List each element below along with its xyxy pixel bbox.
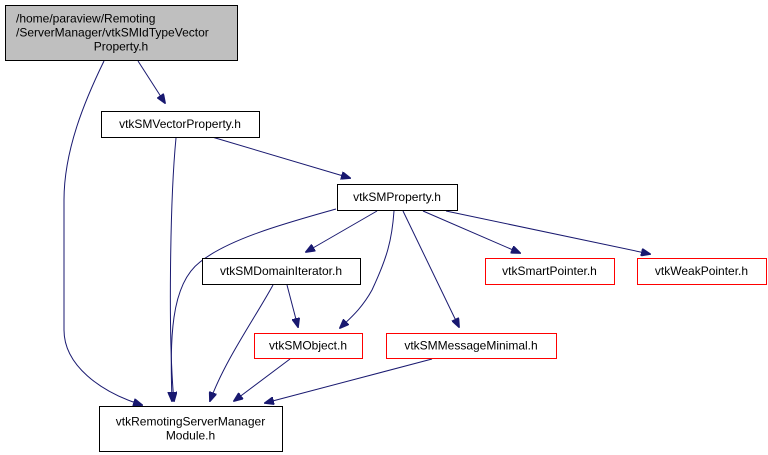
edge-root-to-module [63, 60, 142, 405]
node-box [99, 406, 283, 452]
node-label-line: /home/paraview/Remoting [16, 12, 155, 26]
node-label-line: vtkSMMessageMinimal.h [404, 339, 537, 353]
node-box [386, 333, 557, 359]
edge-property-to-weak-pointer [445, 210, 650, 254]
node-label-line: vtkWeakPointer.h [655, 264, 748, 278]
edge-property-to-smart-pointer [422, 210, 520, 253]
node-vector-property[interactable]: vtkSMVectorProperty.h [101, 111, 260, 138]
node-box [637, 258, 767, 285]
node-box [337, 184, 458, 211]
edge-property-to-domain-iterator [306, 210, 378, 252]
node-label-line: /ServerManager/vtkSMIdTypeVector [16, 26, 209, 40]
edge-domain-iterator-to-module [210, 284, 274, 401]
node-property[interactable]: vtkSMProperty.h [337, 184, 458, 211]
node-root: /home/paraview/Remoting/ServerManager/vt… [5, 5, 238, 61]
node-label-line: vtkSMObject.h [269, 339, 347, 353]
edge-vector-property-to-module [170, 137, 176, 401]
node-sm-object[interactable]: vtkSMObject.h [254, 333, 363, 359]
edge-domain-iterator-to-sm-object [286, 284, 298, 327]
node-label-line: vtkSmartPointer.h [502, 264, 597, 278]
node-box [202, 258, 361, 285]
edge-vector-property-to-property [211, 136, 350, 178]
node-label-line: Module.h [166, 429, 215, 443]
edge-message-minimal-to-module [265, 358, 433, 403]
edge-sm-object-to-module [234, 358, 291, 401]
node-box [101, 111, 260, 138]
node-label-line: vtkSMVectorProperty.h [119, 117, 241, 131]
node-smart-pointer[interactable]: vtkSmartPointer.h [485, 258, 615, 285]
node-domain-iterator[interactable]: vtkSMDomainIterator.h [202, 258, 361, 285]
node-label-line: vtkRemotingServerManager [116, 415, 265, 429]
edge-root-to-vector-property [137, 60, 165, 103]
node-label-line: Property.h [94, 40, 148, 54]
node-weak-pointer[interactable]: vtkWeakPointer.h [637, 258, 767, 285]
node-box [254, 333, 363, 359]
node-box [5, 5, 238, 61]
edge-property-to-module [171, 208, 337, 401]
edge-property-to-sm-object [340, 210, 395, 328]
node-label-line: vtkSMProperty.h [353, 190, 441, 204]
edge-property-to-message-minimal [402, 210, 459, 327]
edges-layer [63, 60, 650, 405]
nodes-layer: /home/paraview/Remoting/ServerManager/vt… [5, 5, 767, 452]
node-message-minimal[interactable]: vtkSMMessageMinimal.h [386, 333, 557, 359]
node-label-line: vtkSMDomainIterator.h [220, 264, 342, 278]
node-box [485, 258, 615, 285]
